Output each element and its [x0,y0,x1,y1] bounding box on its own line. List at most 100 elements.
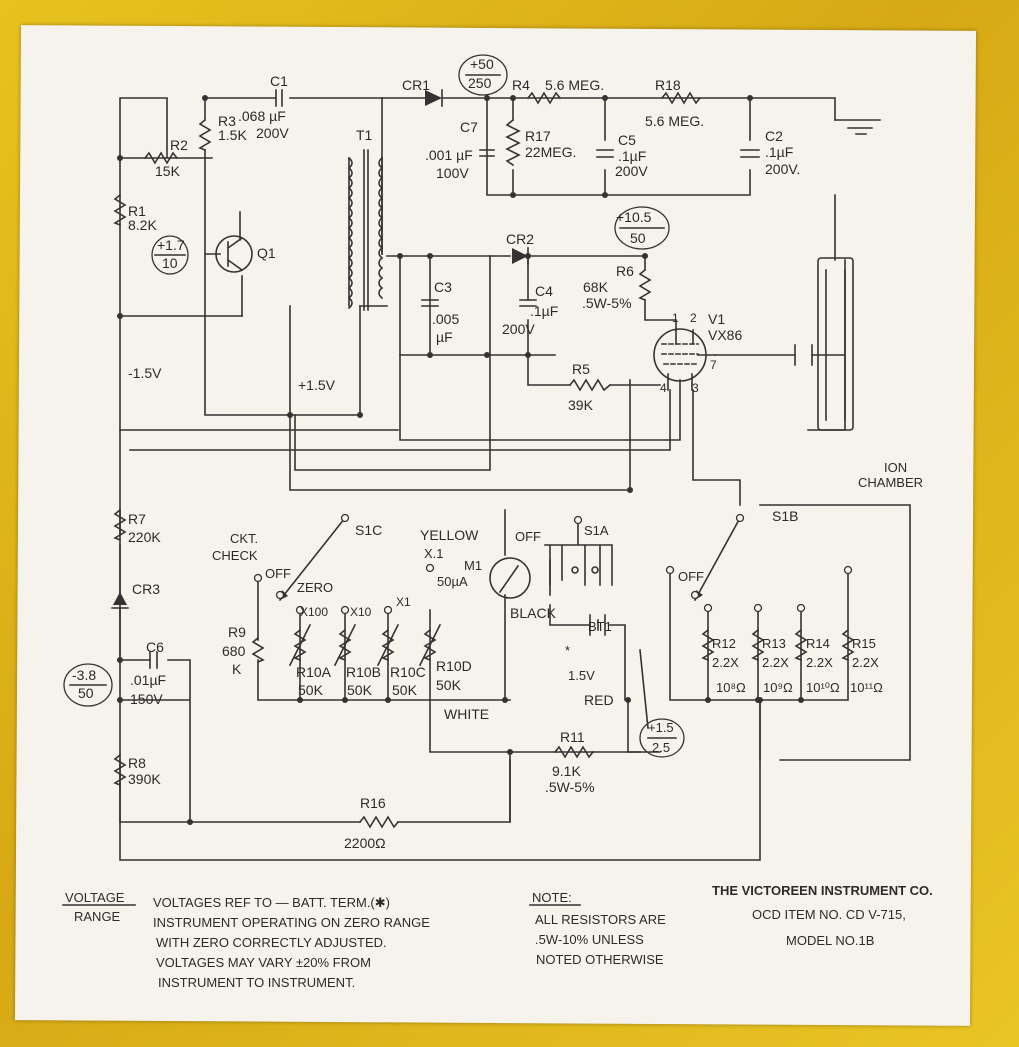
c7-value: .001 µF [425,147,473,163]
resistor-r2 [143,151,179,165]
r10d-value: 50K [436,677,462,693]
c2-name: C2 [765,128,783,144]
voltage-range-2: RANGE [74,909,121,924]
r11-name: R11 [560,729,585,745]
r5-value: 39K [568,397,594,413]
diode-cr3 [113,592,127,605]
r13-name: R13 [762,636,786,651]
c6-name: C6 [146,639,164,655]
note-line-3: NOTED OTHERWISE [536,952,664,967]
v-cr1-bot: 250 [468,75,492,91]
c1-name: C1 [270,73,288,89]
r14-value: 2.2X [806,655,833,670]
s1c-label: S1C [355,522,382,538]
circuit-wires [119,97,911,861]
capacitor-c5 [596,149,614,158]
r2-value: 15K [155,163,181,179]
notes-line-1: VOLTAGES REF TO — BATT. TERM.(✱) [153,895,390,910]
c6-rating: 150V [130,691,163,707]
r10c-name: R10C [390,664,426,680]
ion-chamber [794,257,854,431]
resistor-r18 [660,91,702,105]
r9-value-2: K [232,661,242,677]
model-number: MODEL NO.1B [786,933,874,948]
v1-pin4: 4 [660,381,667,395]
voltage-range-1: VOLTAGE [65,890,125,905]
resistor-r11 [553,745,595,759]
c1-value: .068 µF [238,108,286,124]
diode-cr2 [512,248,528,264]
r13-value: 2.2X [762,655,789,670]
voltage-ovals [63,54,685,758]
c4-name: C4 [535,283,553,299]
v1-pin3: 3 [692,381,699,395]
resistor-r4 [526,91,562,105]
q1-name: Q1 [257,245,276,261]
resistor-r1 [113,193,127,227]
r3-value: 1.5K [218,127,247,143]
r2-name: R2 [170,137,188,153]
resistor-r8 [113,753,127,787]
component-symbols [62,54,881,906]
transformer-t1 [347,149,384,311]
capacitor-c7 [479,149,495,157]
r14-exp: 10¹⁰Ω [806,680,840,695]
r6-value: 68K [583,279,609,295]
r10c-value: 50K [392,682,418,698]
s1a-label: S1A [584,523,609,538]
r15-value: 2.2X [852,655,879,670]
minus-15v: -1.5V [128,365,162,381]
r9-value-1: 680 [222,643,246,659]
capacitor-c3 [421,299,439,307]
x-point-1-label: X.1 [424,546,444,561]
capacitor-c2 [740,149,760,158]
r4-name: R4 [512,77,530,93]
ion-label-1: ION [884,460,907,475]
note-line-2: .5W-10% UNLESS [535,932,644,947]
v-v1-top: +10.5 [616,209,652,225]
v-q1-top: +1.7 [157,237,185,253]
r15-name: R15 [852,636,876,651]
resistor-r9 [251,636,265,664]
v1-name: V1 [708,311,725,327]
note-line-1: ALL RESISTORS ARE [535,912,666,927]
c6-value: .01µF [130,672,166,688]
notes-line-5: INSTRUMENT TO INSTRUMENT. [158,975,355,990]
switch-terminals [253,513,853,615]
resistor-r16 [358,815,400,829]
battery-bt1 [589,614,606,636]
resistor-r3 [198,118,212,152]
r10d-name: R10D [436,658,472,674]
c5-name: C5 [618,132,636,148]
plus-15v: +1.5V [298,377,336,393]
v-bt-bot: 2.5 [652,740,670,755]
v-q1-bot: 10 [162,255,178,271]
resistor-r6 [638,268,652,302]
capacitor-c4 [519,299,537,307]
footer-notes: VOLTAGE RANGE VOLTAGES REF TO — BATT. TE… [65,883,933,990]
c7-rating: 100V [436,165,469,181]
notes-line-3: WITH ZERO CORRECTLY ADJUSTED. [156,935,387,950]
v1-type: VX86 [708,327,742,343]
r6-name: R6 [616,263,634,279]
r10a-value: 50K [298,682,324,698]
r4-value: 5.6 MEG. [545,77,604,93]
transistor-q1 [215,235,253,273]
v-cr1-top: +50 [470,56,494,72]
m1-name: M1 [464,558,482,573]
notes-line-2: INSTRUMENT OPERATING ON ZERO RANGE [153,915,430,930]
cr2-name: CR2 [506,231,534,247]
r13-exp: 10⁹Ω [763,680,793,695]
junction-dots [117,95,804,825]
r1-name: R1 [128,203,146,219]
tube-v1 [653,328,716,391]
item-number: OCD ITEM NO. CD V-715, [752,907,906,922]
m1-value: 50µA [437,574,468,589]
potentiometers-r10 [288,623,442,667]
black-label: BLACK [510,605,557,621]
red-label: RED [584,692,614,708]
cr3-name: CR3 [132,581,160,597]
r1-value: 8.2K [128,217,157,233]
t1-name: T1 [356,127,373,143]
